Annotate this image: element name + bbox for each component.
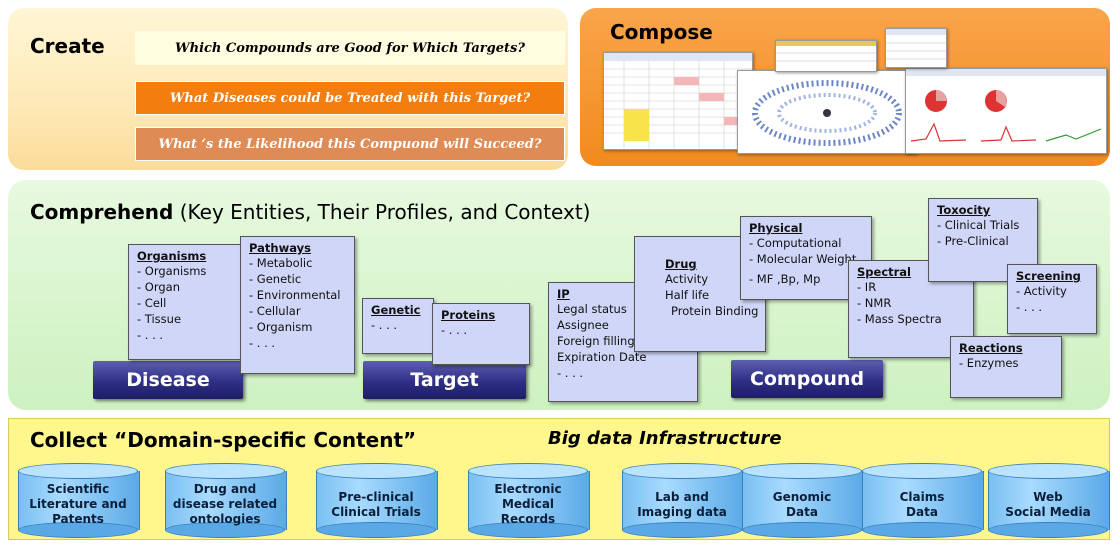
- source-cylinder: Scientific Literature and Patents: [18, 463, 140, 538]
- ip-item: Foreign fillings: [557, 334, 641, 348]
- collect-title: Collect “Domain-specific Content”: [30, 428, 417, 452]
- disease-entity: Disease: [93, 361, 243, 399]
- source-label: Claims Data: [899, 489, 945, 519]
- drug-item: Protein Binding: [671, 304, 759, 318]
- source-cylinder: Lab and Imaging data: [622, 463, 744, 538]
- question-diseases-target: What Diseases could be Treated with this…: [135, 81, 565, 115]
- source-label: Lab and Imaging data: [637, 489, 727, 519]
- pathways-item: - . . .: [249, 336, 276, 350]
- proteins-note: Proteins - . . .: [432, 303, 530, 365]
- ip-note: IP Legal status Assignee Foreign filling…: [548, 282, 698, 402]
- physical-item: - MF ,Bp, Mp: [749, 272, 821, 286]
- comprehend-title-rest: (Key Entities, Their Profiles, and Conte…: [173, 200, 591, 224]
- question-compounds-targets: Which Compounds are Good for Which Targe…: [135, 31, 565, 65]
- source-cylinder: Pre-clinical Clinical Trials: [316, 463, 438, 538]
- toxocity-item: - Pre-Clinical: [937, 234, 1009, 248]
- screening-head: Screening: [1016, 269, 1081, 283]
- compose-title: Compose: [610, 20, 713, 44]
- create-title: Create: [30, 34, 105, 58]
- genetic-head: Genetic: [371, 303, 421, 317]
- organisms-item: - Organisms: [137, 264, 207, 278]
- proteins-item: - . . .: [441, 323, 468, 337]
- pathways-item: - Environmental: [249, 288, 341, 302]
- pathways-item: - Cellular: [249, 304, 301, 318]
- drug-item: Half life: [665, 288, 710, 302]
- screening-item: - Activity: [1016, 284, 1067, 298]
- reactions-note: Reactions - Enzymes: [950, 336, 1062, 398]
- physical-item: - Computational: [749, 236, 842, 250]
- source-cylinder: Genomic Data: [742, 463, 864, 538]
- network-screenshot: [737, 70, 917, 154]
- spectral-item: - NMR: [857, 296, 892, 310]
- reactions-item: - Enzymes: [959, 356, 1019, 370]
- spectral-head: Spectral: [857, 265, 912, 279]
- pathways-note: Pathways - Metabolic - Genetic - Environ…: [240, 236, 355, 374]
- organisms-note: Organisms - Organisms - Organ - Cell - T…: [128, 244, 243, 360]
- source-label: Drug and disease related ontologies: [172, 482, 278, 526]
- organisms-item: - Cell: [137, 296, 167, 310]
- comprehend-title: Comprehend (Key Entities, Their Profiles…: [30, 200, 590, 224]
- pathways-item: - Genetic: [249, 272, 302, 286]
- question-likelihood-success: What ‘s the Likelihood this Compuond wil…: [135, 127, 565, 161]
- source-label: Electronic Medical Records: [494, 482, 562, 526]
- genetic-item: - . . .: [371, 318, 398, 332]
- ip-item: Legal status: [557, 302, 627, 316]
- pathways-item: - Metabolic: [249, 256, 313, 270]
- source-label: Pre-clinical Clinical Trials: [331, 489, 421, 519]
- pathways-item: - Organism: [249, 320, 313, 334]
- source-label: Genomic Data: [772, 489, 832, 519]
- spectral-item: - IR: [857, 280, 877, 294]
- organisms-item: - Tissue: [137, 312, 182, 326]
- source-cylinder: Claims Data: [862, 463, 984, 538]
- organisms-item: - . . .: [137, 328, 164, 342]
- organisms-item: - Organ: [137, 280, 181, 294]
- table-screenshot: [775, 40, 877, 72]
- comprehend-title-bold: Comprehend: [30, 200, 174, 224]
- source-label: Scientific Literature and Patents: [29, 482, 127, 526]
- source-label: Web Social Media: [1005, 489, 1091, 519]
- spectral-item: - Mass Spectra: [857, 312, 942, 326]
- physical-item: - Molecular Weight: [749, 252, 857, 266]
- toxocity-head: Toxocity: [937, 203, 991, 217]
- drug-head: Drug: [665, 257, 697, 271]
- ip-item: Expiration Date: [557, 350, 647, 364]
- screening-item: - . . .: [1016, 300, 1043, 314]
- proteins-head: Proteins: [441, 308, 496, 322]
- genetic-note: Genetic - . . .: [362, 298, 434, 354]
- source-cylinder: Electronic Medical Records: [468, 463, 590, 538]
- pathways-head: Pathways: [249, 241, 311, 255]
- collect-subtitle: Big data Infrastructure: [548, 428, 782, 449]
- physical-head: Physical: [749, 221, 803, 235]
- ip-item: - . . .: [557, 366, 584, 380]
- ip-head: IP: [557, 287, 570, 301]
- toxocity-item: - Clinical Trials: [937, 218, 1020, 232]
- organisms-head: Organisms: [137, 249, 207, 263]
- source-cylinder: Web Social Media: [988, 463, 1110, 538]
- target-entity: Target: [363, 361, 526, 399]
- dashboard-screenshot: [905, 68, 1107, 154]
- drug-item: Activity: [665, 272, 709, 286]
- chart-screenshot: [885, 28, 947, 68]
- reactions-head: Reactions: [959, 341, 1023, 355]
- compound-entity: Compound: [731, 360, 883, 398]
- source-cylinder: Drug and disease related ontologies: [165, 463, 287, 538]
- screening-note: Screening - Activity - . . .: [1007, 264, 1097, 334]
- ip-item: Assignee: [557, 318, 609, 332]
- spreadsheet-screenshot: [603, 52, 753, 150]
